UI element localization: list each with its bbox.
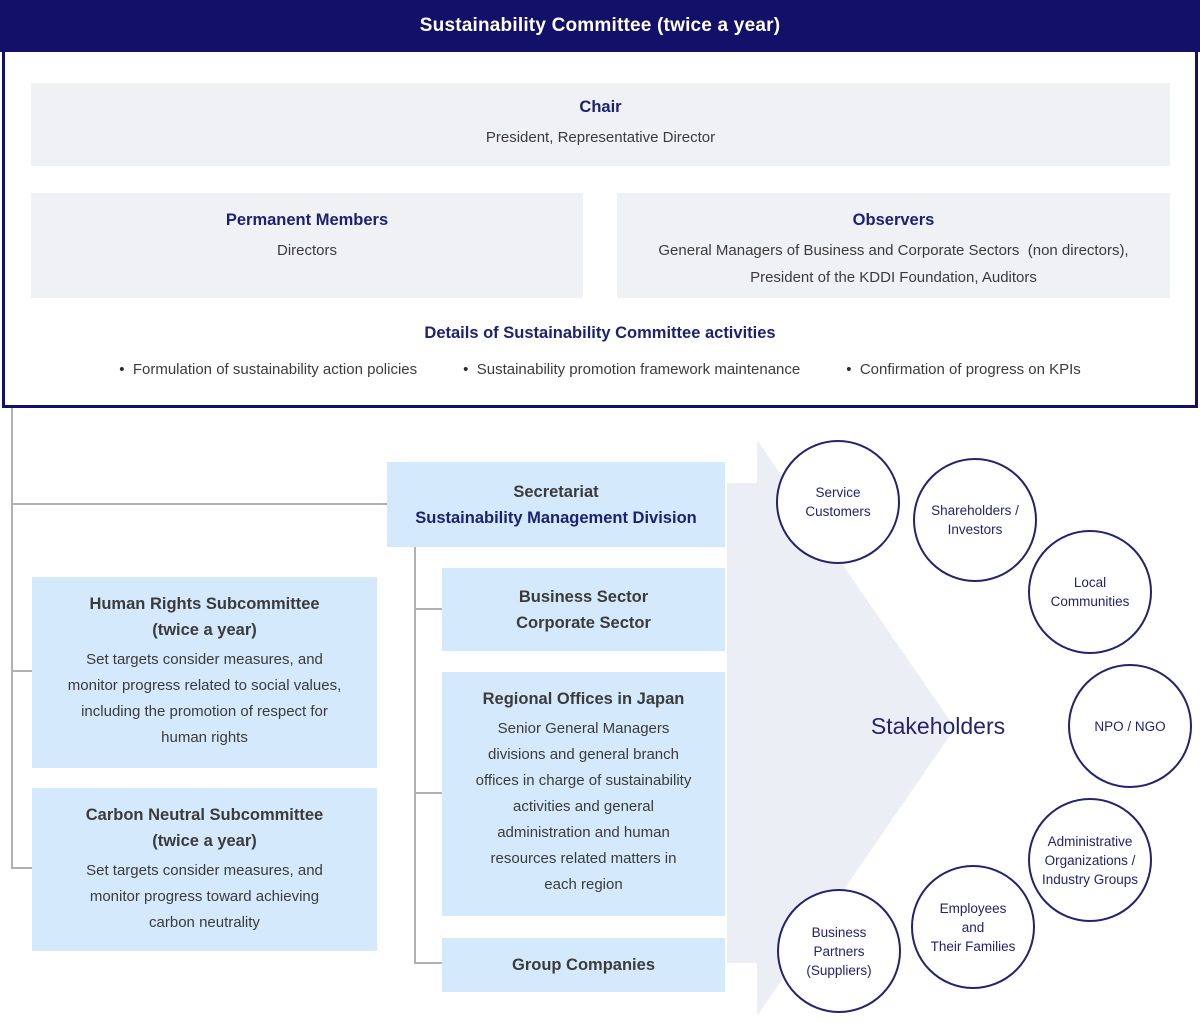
carbon-neutral-subcommittee-box: Carbon Neutral Subcommittee (twice a yea…: [32, 788, 377, 951]
stakeholder-circle-label: Shareholders / Investors: [931, 503, 1019, 537]
chair-title: Chair: [579, 98, 622, 116]
stakeholder-circle-npo-ngo: NPO / NGO: [1068, 664, 1192, 788]
regional-offices-title: Regional Offices in Japan: [482, 690, 685, 708]
permanent-members-box: Permanent Members Directors: [31, 193, 583, 298]
secretariat-division: Sustainability Management Division: [415, 508, 697, 527]
chair-body: President, Representative Director: [485, 129, 716, 146]
secretariat-title: Secretariat: [513, 482, 599, 501]
stakeholder-circle-label: Business Partners (Suppliers): [806, 924, 872, 978]
details-bullet-list: Formulation of sustainability action pol…: [0, 361, 1200, 378]
committee-header-title: Sustainability Committee (twice a year): [419, 15, 781, 36]
connector-line: [414, 547, 416, 964]
activity-bullet-item: Formulation of sustainability action pol…: [119, 361, 417, 378]
regional-offices-box: Regional Offices in Japan Senior General…: [442, 672, 725, 916]
stakeholder-circle-label: Service Customers: [805, 485, 871, 519]
connector-line: [11, 503, 387, 505]
observers-box: Observers General Managers of Business a…: [617, 193, 1170, 298]
committee-header-bar: Sustainability Committee (twice a year): [0, 0, 1200, 52]
stakeholder-circle-label: NPO / NGO: [1094, 718, 1166, 734]
stakeholder-circle-label: Administrative Organizations / Industry …: [1041, 833, 1139, 887]
connector-line: [414, 608, 442, 610]
group-companies-title: Group Companies: [511, 956, 655, 974]
stakeholder-circle-label: Local Communities: [1050, 575, 1130, 609]
activity-bullet-item: Confirmation of progress on KPIs: [846, 361, 1081, 378]
human-rights-subcommittee-body: Set targets consider measures, and monit…: [67, 651, 342, 746]
carbon-neutral-subcommittee-body: Set targets consider measures, and monit…: [86, 862, 323, 931]
permanent-members-body: Directors: [276, 242, 337, 259]
stakeholders-arrow-shape: [727, 440, 955, 1016]
regional-offices-body: Senior General Managers divisions and ge…: [475, 720, 692, 893]
details-title: Details of Sustainability Committee acti…: [424, 324, 776, 342]
secretariat-box: Secretariat Sustainability Management Di…: [387, 462, 725, 547]
stakeholder-circle-service-customers: Service Customers: [776, 440, 900, 564]
business-sector-box: Business Sector Corporate Sector: [442, 568, 725, 651]
connector-line: [11, 408, 13, 869]
connector-line: [414, 962, 442, 964]
human-rights-subcommittee-box: Human Rights Subcommittee (twice a year)…: [32, 577, 377, 768]
connector-line: [11, 670, 32, 672]
connector-line: [414, 792, 442, 794]
connector-line: [11, 867, 32, 869]
stakeholder-circle-business-partners: Business Partners (Suppliers): [777, 889, 901, 1013]
stakeholder-circle-label: Employees and Their Families: [930, 900, 1016, 954]
business-sector-title: Business Sector Corporate Sector: [516, 587, 651, 632]
observers-body: General Managers of Business and Corpora…: [658, 242, 1129, 286]
stakeholders-label: Stakeholders: [870, 713, 1006, 739]
human-rights-subcommittee-title: Human Rights Subcommittee (twice a year): [89, 595, 320, 639]
carbon-neutral-subcommittee-title: Carbon Neutral Subcommittee (twice a yea…: [85, 806, 324, 850]
activity-bullet-item: Sustainability promotion framework maint…: [463, 361, 801, 378]
stakeholder-circle-local-communities: Local Communities: [1028, 530, 1152, 654]
chair-box: Chair President, Representative Director: [31, 83, 1170, 166]
stakeholder-circle-employees-families: Employees and Their Families: [911, 865, 1035, 989]
observers-title: Observers: [852, 211, 935, 229]
permanent-members-title: Permanent Members: [225, 211, 389, 229]
stakeholder-circle-administrative-organizations: Administrative Organizations / Industry …: [1028, 798, 1152, 922]
group-companies-box: Group Companies: [442, 938, 725, 992]
stakeholder-circle-shareholders-investors: Shareholders / Investors: [913, 458, 1037, 582]
